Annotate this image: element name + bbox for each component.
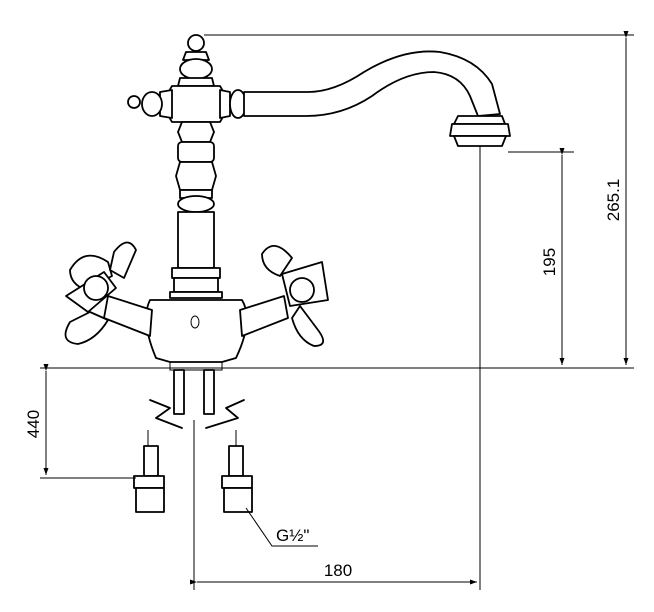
right-cross-handle bbox=[239, 245, 329, 347]
faucet-body bbox=[64, 34, 511, 513]
inlet-pipe-right bbox=[203, 369, 215, 415]
faucet-column bbox=[177, 211, 215, 269]
spout bbox=[243, 50, 501, 117]
label-thread: G½" bbox=[276, 526, 309, 545]
dimension-lines bbox=[40, 31, 634, 590]
top-finial bbox=[187, 34, 205, 52]
label-hose-length: 440 bbox=[24, 410, 43, 438]
inlet-pipe-left bbox=[173, 369, 185, 415]
label-total-height: 265.1 bbox=[604, 179, 623, 222]
aerator bbox=[453, 135, 507, 147]
spout-hub bbox=[165, 85, 227, 123]
hose-end-left bbox=[133, 430, 165, 513]
left-cross-handle bbox=[64, 241, 153, 345]
label-spout-reach: 180 bbox=[324, 561, 352, 580]
mixer-base bbox=[145, 299, 248, 363]
label-spout-height: 195 bbox=[540, 248, 559, 276]
hose-end-right bbox=[221, 430, 253, 513]
thread-leader bbox=[245, 507, 318, 547]
